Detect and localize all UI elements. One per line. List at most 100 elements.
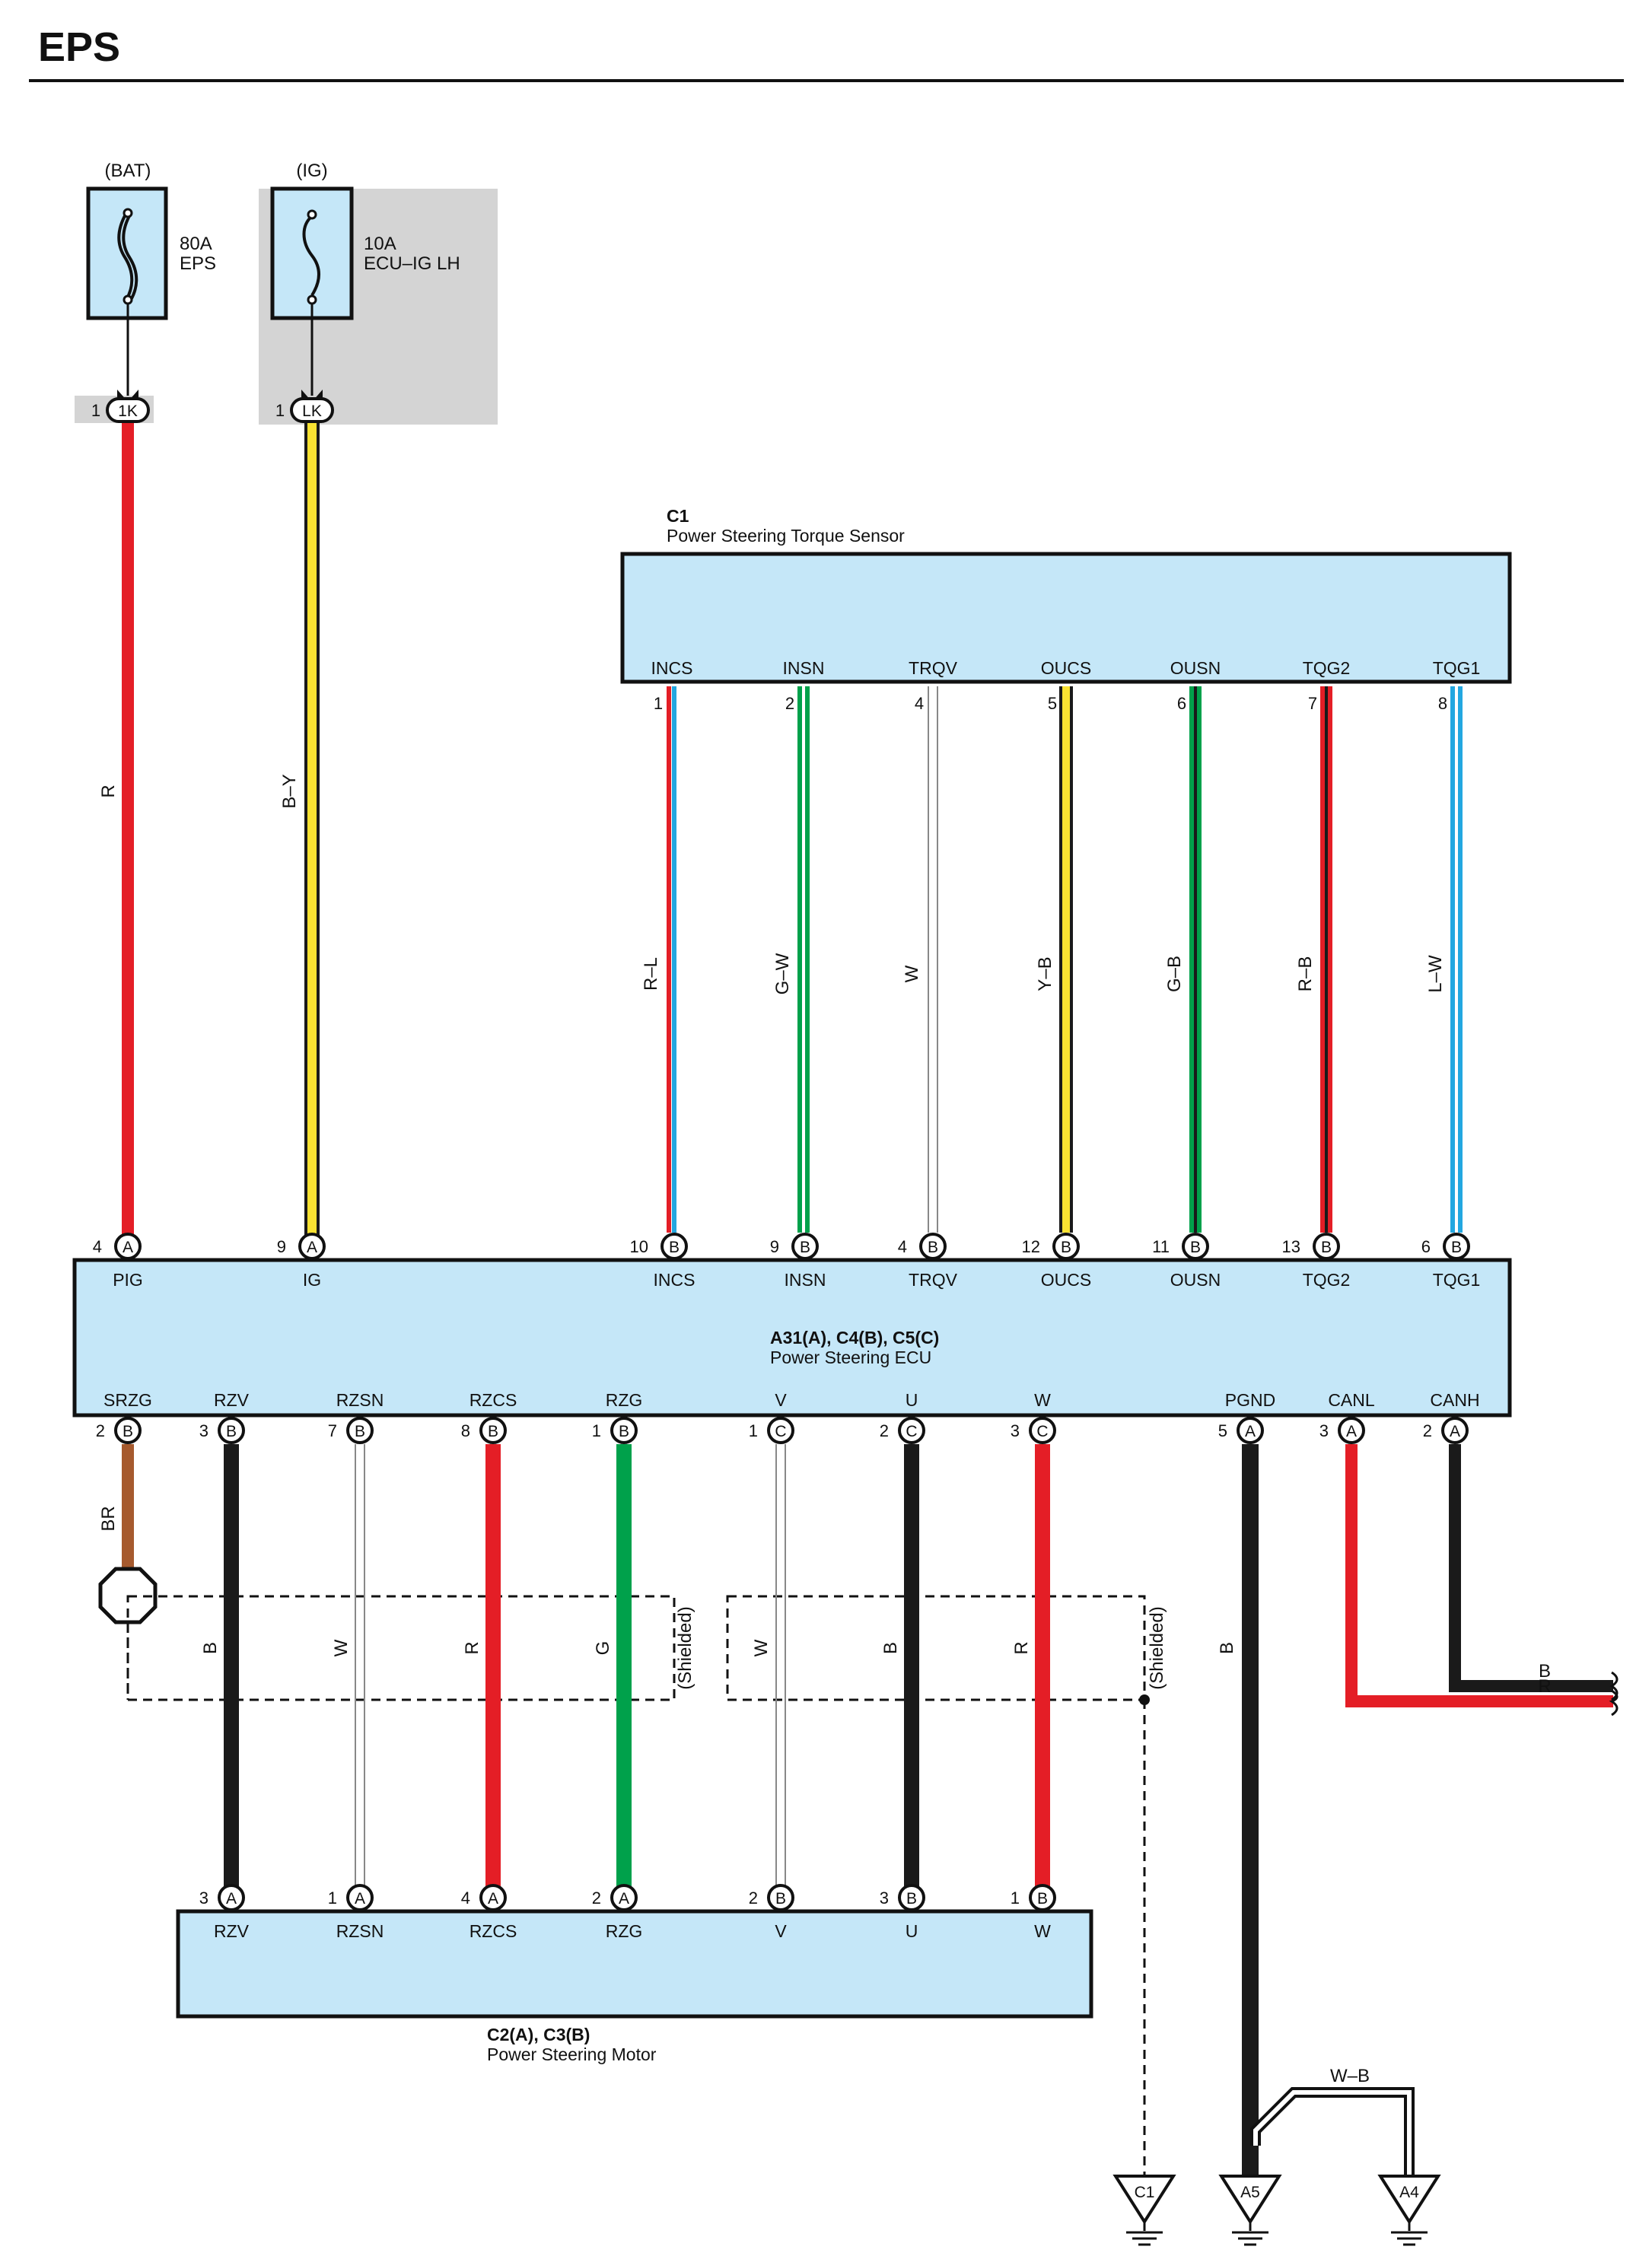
ecu-bottom-pins: SRZGB2RZVB3RZSNB7RZCSB8RZGB1VC1UC2WC3PGN…	[96, 1390, 1480, 1444]
wire-ig-color: B–Y	[279, 774, 300, 808]
sensor-wire-incs-color: R–L	[641, 957, 661, 991]
ground-c1: C1	[1112, 2175, 1176, 2246]
sensor-pin-tqg1-number: 8	[1438, 694, 1447, 713]
wire-rzcs-red	[485, 1444, 501, 1890]
ecu-bottom-pin-v-connector-letter: C	[775, 1423, 786, 1440]
ecu-top-pin-tqg1-name: TQG1	[1433, 1270, 1481, 1290]
ecu-bottom-pin-srzg-name: SRZG	[103, 1390, 152, 1410]
wire-rzsn-color: W	[331, 1639, 352, 1656]
motor-pin-rzcs-number: 4	[461, 1888, 470, 1908]
fuse-10a-name: ECU–IG LH	[364, 253, 460, 274]
motor-pin-v-connector-letter: B	[775, 1890, 786, 1908]
ecu-bottom-pin-srzg-connector-letter: B	[123, 1423, 133, 1440]
ecu-top-pin-ig-connector-letter: A	[307, 1239, 317, 1256]
wire-rzv-black	[224, 1444, 239, 1890]
ground-c1-icon	[1112, 2175, 1176, 2225]
wire-tqg2-r-b	[1320, 686, 1332, 1233]
ecu-bottom-pin-u-name: U	[906, 1390, 918, 1410]
wire-canl-label: R	[1538, 1676, 1551, 1697]
ground-a5-icon	[1218, 2175, 1282, 2225]
ecu-top-pin-insn-connector-letter: B	[800, 1239, 810, 1256]
sensor-pin-oucs-name: OUCS	[1041, 658, 1091, 678]
ecu-top-pin-oucs-connector-letter: B	[1061, 1239, 1071, 1256]
wire-rzg-color: G	[593, 1641, 613, 1656]
motor-pin-rzsn-connector: A	[346, 1884, 374, 1911]
ecu-bottom-pin-rzv-name: RZV	[214, 1390, 250, 1410]
wire-insn-g-w	[797, 686, 810, 1233]
ecu-bottom-pin-w-name: W	[1034, 1390, 1051, 1410]
motor-pin-rzcs-name: RZCS	[469, 1921, 517, 1941]
ecu-top-pin-ig-name: IG	[303, 1270, 321, 1290]
ecu-bottom-pin-rzg-number: 1	[592, 1421, 601, 1440]
motor-pin-rzv-name: RZV	[214, 1921, 250, 1941]
ig-label: (IG)	[296, 161, 327, 181]
connector-lk-pin: 1	[275, 401, 285, 420]
ecu-bottom-pin-srzg-connector: B	[114, 1417, 142, 1444]
motor-pin-w-connector: B	[1029, 1884, 1056, 1911]
sensor-wire-trqv-color: W	[902, 965, 922, 982]
sensor-pin-ousn-number: 6	[1177, 694, 1186, 713]
ecu-bottom-pin-canh-connector: A	[1441, 1417, 1469, 1444]
ecu-bottom-pin-rzv-connector-letter: B	[226, 1423, 237, 1440]
ground-a4-icon	[1377, 2175, 1441, 2225]
ecu-bottom-pin-rzg-connector: B	[610, 1417, 638, 1444]
ecu-top-pins: A4PIGA9IGB10INCSB9INSNB4TRQVB12OUCSB11OU…	[93, 1233, 1481, 1290]
ground-a4-label: A4	[1399, 2184, 1419, 2201]
bat-label: (BAT)	[105, 161, 151, 181]
ecu-bottom-pin-srzg-number: 2	[96, 1421, 105, 1440]
sensor-pin-insn-name: INSN	[783, 658, 825, 678]
motor-pin-rzg-connector: A	[610, 1884, 638, 1911]
ecu-top-pin-pig-connector: A	[114, 1233, 142, 1260]
ecu-top-pin-ousn-number: 11	[1152, 1237, 1170, 1256]
wire-pig-color: R	[98, 784, 119, 797]
sensor-pin-ousn-name: OUSN	[1170, 658, 1221, 678]
page-title: EPS	[38, 24, 120, 70]
motor-pin-rzsn-name: RZSN	[336, 1921, 384, 1941]
ecu-top-pin-tqg1-connector-letter: B	[1451, 1239, 1462, 1256]
shield-box-left	[126, 1595, 676, 1701]
fuse-80a-eps-icon	[117, 212, 134, 301]
ecu-top-pin-trqv-name: TRQV	[909, 1270, 958, 1290]
ecu-id: A31(A), C4(B), C5(C)	[770, 1328, 939, 1348]
motor-pin-rzv-connector: A	[218, 1884, 245, 1911]
sensor-wire-oucs-color: Y–B	[1035, 956, 1055, 991]
ecu-bottom-pin-pgnd-name: PGND	[1225, 1390, 1275, 1410]
motor-pin-w-connector-letter: B	[1037, 1890, 1048, 1908]
wire-tqg1-l-w	[1450, 686, 1463, 1233]
ecu-top-pin-pig-connector-letter: A	[123, 1239, 133, 1256]
wire-rzg-green	[616, 1444, 632, 1890]
ecu-bottom-pin-canh-name: CANH	[1430, 1390, 1479, 1410]
wire-incs-r-l	[667, 686, 676, 1233]
shield-right-label: (Shielded)	[1147, 1606, 1167, 1689]
connector-lk-badge	[290, 397, 334, 423]
motor-pin-u-connector-letter: B	[906, 1890, 917, 1908]
ecu-bottom-pin-rzv-connector: B	[218, 1417, 245, 1444]
ecu-top-pin-ousn-connector-letter: B	[1190, 1239, 1201, 1256]
motor-pin-rzg-connector-letter: A	[619, 1890, 629, 1908]
ecu-top-pin-incs-name: INCS	[654, 1270, 695, 1290]
motor-pin-rzg-name: RZG	[606, 1921, 643, 1941]
ground-a5-label: A5	[1240, 2184, 1260, 2201]
connector-1k-pin: 1	[91, 401, 100, 420]
wire-oucs-y-b	[1059, 686, 1073, 1233]
motor-pin-u-connector: B	[898, 1884, 925, 1911]
ecu-bottom-pin-canh-number: 2	[1423, 1421, 1432, 1440]
ecu-bottom-pin-pgnd-connector: A	[1237, 1417, 1264, 1444]
fuse-80a-amp: 80A	[180, 234, 212, 254]
ecu-top-pin-insn-name: INSN	[785, 1270, 826, 1290]
ecu-bottom-pin-pgnd-number: 5	[1218, 1421, 1227, 1440]
sensor-pin-oucs-number: 5	[1048, 694, 1057, 713]
svg-text:1K: 1K	[118, 403, 138, 420]
ecu-top-pin-insn-number: 9	[770, 1237, 779, 1256]
motor-pin-v-name: V	[775, 1921, 787, 1941]
wire-u-color: B	[880, 1642, 901, 1654]
ecu-bottom-pin-v-connector: C	[767, 1417, 794, 1444]
wire-rzsn-white	[355, 1444, 365, 1890]
wire-srzg-brown	[122, 1444, 134, 1572]
ecu-bottom-pin-rzg-connector-letter: B	[619, 1423, 629, 1440]
ecu-top-pin-incs-connector: B	[660, 1233, 688, 1260]
motor-id: C2(A), C3(B)	[487, 2025, 590, 2044]
ecu-top-pin-ig-number: 9	[277, 1237, 286, 1256]
ecu-bottom-pin-canh-connector-letter: A	[1450, 1423, 1460, 1440]
ecu-bottom-pin-w-connector: C	[1029, 1417, 1056, 1444]
